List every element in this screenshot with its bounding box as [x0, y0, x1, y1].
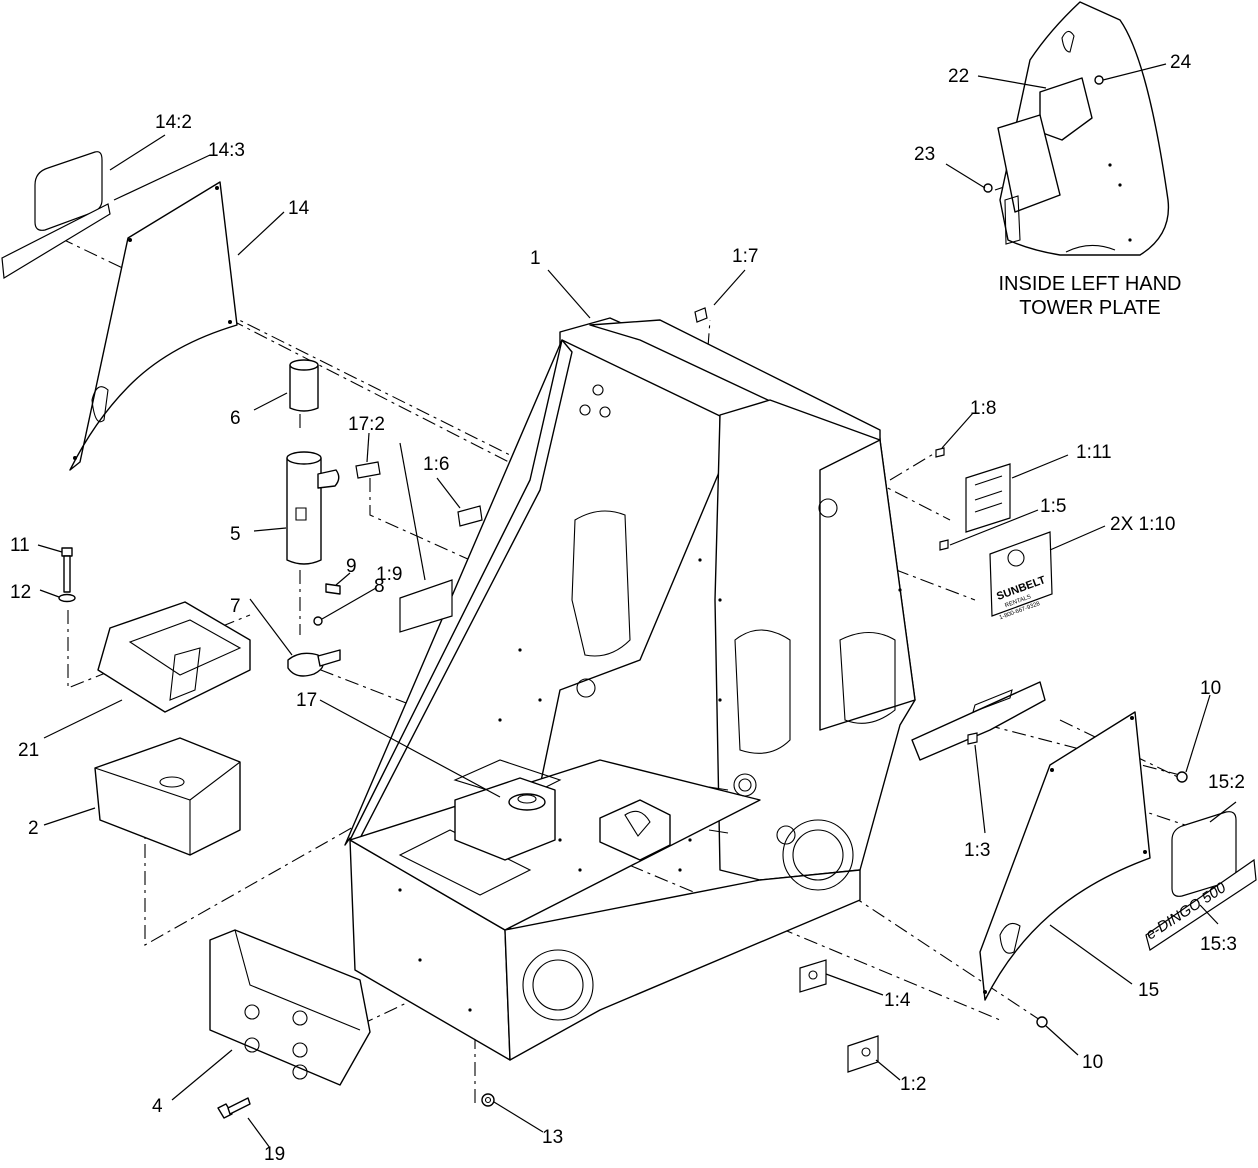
decal-1-4 — [799, 959, 827, 993]
callout-1-7: 1:7 — [732, 246, 758, 267]
callout-22: 22 — [948, 66, 969, 87]
callout-21: 21 — [18, 740, 39, 761]
callout-7: 7 — [230, 596, 241, 617]
callout-1-3: 1:3 — [964, 840, 990, 861]
callout-4: 4 — [152, 1096, 163, 1117]
decal-1-7 — [694, 307, 708, 323]
decal-1-5 — [939, 539, 949, 551]
inset-tower-plate — [983, 1, 1170, 256]
decal-17-2 — [355, 461, 381, 479]
part-14-2-decal — [34, 151, 103, 231]
callout-24: 24 — [1170, 52, 1192, 73]
part-19-bolt — [217, 1097, 251, 1119]
callout-13: 13 — [542, 1127, 563, 1148]
callout-15-2: 15:2 — [1208, 772, 1245, 793]
caption-line-2: TOWER PLATE — [1019, 297, 1161, 319]
callout-19: 19 — [264, 1144, 285, 1165]
decal-1-2 — [847, 1035, 879, 1073]
part-1-main-frame — [344, 317, 1046, 1061]
leader-lines — [37, 63, 1237, 1149]
callout-17-2: 17:2 — [348, 414, 385, 435]
decal-1-3 — [967, 732, 978, 745]
callout-10-lower: 10 — [1082, 1052, 1103, 1073]
part-14-left-panel — [69, 181, 238, 471]
part-10-screw-lower — [1036, 1016, 1048, 1028]
part-7-clamp — [287, 649, 341, 677]
callout-15-3: 15:3 — [1200, 934, 1237, 955]
part-10-screw-upper — [1176, 771, 1188, 783]
part-21-bracket — [97, 601, 251, 713]
decal-1-9 — [399, 579, 453, 633]
part-2-weight — [94, 737, 241, 856]
inset-caption: INSIDE LEFT HAND TOWER PLATE — [999, 273, 1182, 319]
callout-12: 12 — [10, 582, 31, 603]
part-6-sleeve — [289, 359, 319, 412]
callout-1-5: 1:5 — [1040, 496, 1066, 517]
part-12-washer — [58, 593, 76, 603]
part-11-bolt — [61, 547, 73, 593]
part-4-front-weight — [209, 929, 371, 1086]
callout-10-upper: 10 — [1200, 678, 1221, 699]
decal-1-8 — [935, 447, 945, 458]
part-8-nut — [313, 616, 323, 626]
callout-1: 1 — [530, 248, 541, 269]
callout-11: 11 — [10, 535, 30, 556]
callout-9: 9 — [346, 556, 357, 577]
part-9-bolt — [325, 583, 341, 595]
callout-1-2: 1:2 — [900, 1074, 926, 1095]
callout-23: 23 — [914, 144, 935, 165]
callout-labels: 14:2 14:3 14 1 1:7 22 24 23 6 17:2 1:6 1… — [10, 52, 1245, 1165]
callout-15: 15 — [1138, 980, 1159, 1001]
callout-14-3: 14:3 — [208, 140, 245, 161]
callout-2x-1-10: 2X 1:10 — [1110, 514, 1176, 535]
decal-1-10-sunbelt: SUNBELT RENTALS 1-800-667-9328 — [989, 531, 1053, 621]
decal-1-6 — [457, 505, 483, 527]
decal-15-2 — [1171, 811, 1237, 897]
callout-1-8: 1:8 — [970, 398, 996, 419]
callout-2: 2 — [28, 818, 39, 839]
caption-line-1: INSIDE LEFT HAND — [999, 273, 1182, 295]
part-14-3-decal-strip — [1, 203, 111, 280]
decal-1-11 — [965, 463, 1011, 533]
callout-1-11: 1:11 — [1076, 442, 1112, 463]
part-17-tank-assembly — [454, 777, 556, 861]
callout-6: 6 — [230, 408, 241, 429]
callout-5: 5 — [230, 524, 241, 545]
callout-1-4: 1:4 — [884, 990, 911, 1011]
callout-8: 8 — [374, 576, 385, 597]
part-13-nut — [481, 1093, 495, 1107]
part-15-right-panel — [979, 711, 1151, 1001]
part-5-cylinder — [286, 451, 340, 565]
callout-17: 17 — [296, 690, 317, 711]
callout-14: 14 — [288, 198, 310, 219]
callout-14-2: 14:2 — [155, 112, 192, 133]
callout-1-6: 1:6 — [423, 454, 449, 475]
callout-1-9: 1:9 — [376, 564, 402, 585]
